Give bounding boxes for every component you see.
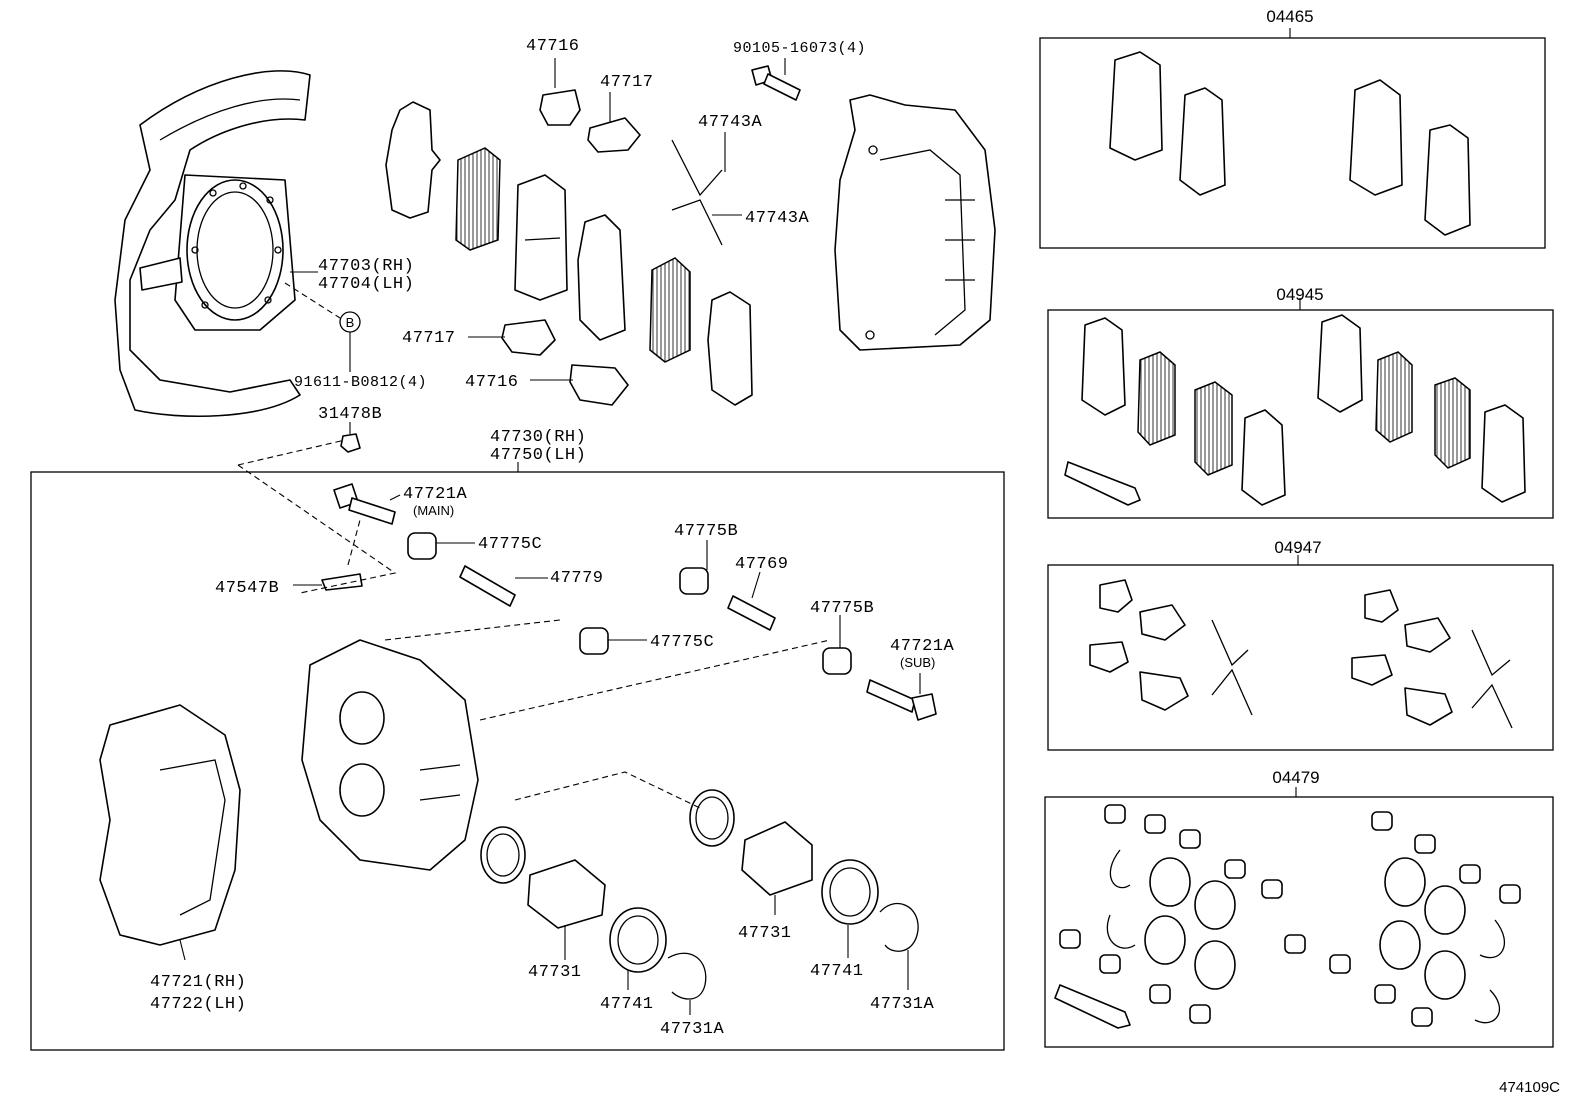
caliper-assembly-drawings xyxy=(99,483,937,1000)
dust-shield-drawing xyxy=(114,70,311,418)
label-47547b: 47547B xyxy=(215,579,279,598)
label-47779: 47779 xyxy=(550,569,604,588)
label-47716-mid: 47716 xyxy=(465,373,519,392)
label-47730-rh: 47730(RH) xyxy=(490,428,586,447)
label-47731-1: 47731 xyxy=(528,963,582,982)
label-47704-lh: 47704(LH) xyxy=(318,275,414,294)
label-47743a-1: 47743A xyxy=(698,113,763,132)
kit-04947: 04947 xyxy=(1047,538,1554,751)
label-47717-mid: 47717 xyxy=(402,329,456,348)
callout-b: B xyxy=(346,315,355,330)
label-47731a-2: 47731A xyxy=(870,995,935,1014)
kit-04945: 04945 xyxy=(1047,285,1554,519)
misc-small-parts: B xyxy=(339,311,361,453)
label-47769: 47769 xyxy=(735,555,789,574)
label-47721a-sub: 47721A xyxy=(890,637,955,656)
leader-lines xyxy=(179,58,921,1015)
dashed-reference-lines xyxy=(237,282,831,809)
clip-drawings xyxy=(501,89,723,406)
label-47775b-1: 47775B xyxy=(674,522,738,541)
label-47717-top: 47717 xyxy=(600,73,654,92)
label-47750-lh: 47750(LH) xyxy=(490,446,586,465)
label-47721a-main: 47721A xyxy=(403,485,468,504)
label-91611: 91611-B0812(4) xyxy=(294,374,427,391)
kit-04947-label: 04947 xyxy=(1274,538,1321,557)
kit-04479: 04479 xyxy=(1044,768,1554,1048)
kit-04945-label: 04945 xyxy=(1276,285,1323,304)
kit-04465-label: 04465 xyxy=(1266,7,1313,26)
label-47775c-2: 47775C xyxy=(650,633,714,652)
bolt-90105-drawing xyxy=(751,65,801,101)
label-31478b: 31478B xyxy=(318,405,382,424)
label-47716-top: 47716 xyxy=(526,37,580,56)
label-47741-1: 47741 xyxy=(600,995,654,1014)
label-47731a-1: 47731A xyxy=(660,1020,725,1039)
label-47741-2: 47741 xyxy=(810,962,864,981)
label-47731-2: 47731 xyxy=(738,924,792,943)
brake-pad-drawings xyxy=(385,101,753,406)
label-47721-rh: 47721(RH) xyxy=(150,973,246,992)
part-labels: 47716 90105-16073(4) 47717 47743A 47743A… xyxy=(150,37,1560,1096)
label-main-note: (MAIN) xyxy=(413,503,454,518)
label-47743a-2: 47743A xyxy=(745,209,810,228)
label-47775c-1: 47775C xyxy=(478,535,542,554)
label-47703-rh: 47703(RH) xyxy=(318,257,414,276)
label-47775b-2: 47775B xyxy=(810,599,874,618)
label-90105: 90105-16073(4) xyxy=(733,40,866,57)
kit-04479-label: 04479 xyxy=(1272,768,1319,787)
caliper-housing-drawing xyxy=(834,94,996,351)
kit-04465: 04465 xyxy=(1039,7,1546,249)
label-sub-note: (SUB) xyxy=(900,655,935,670)
label-47722-lh: 47722(LH) xyxy=(150,995,246,1014)
diagram-id: 474109C xyxy=(1499,1079,1560,1096)
